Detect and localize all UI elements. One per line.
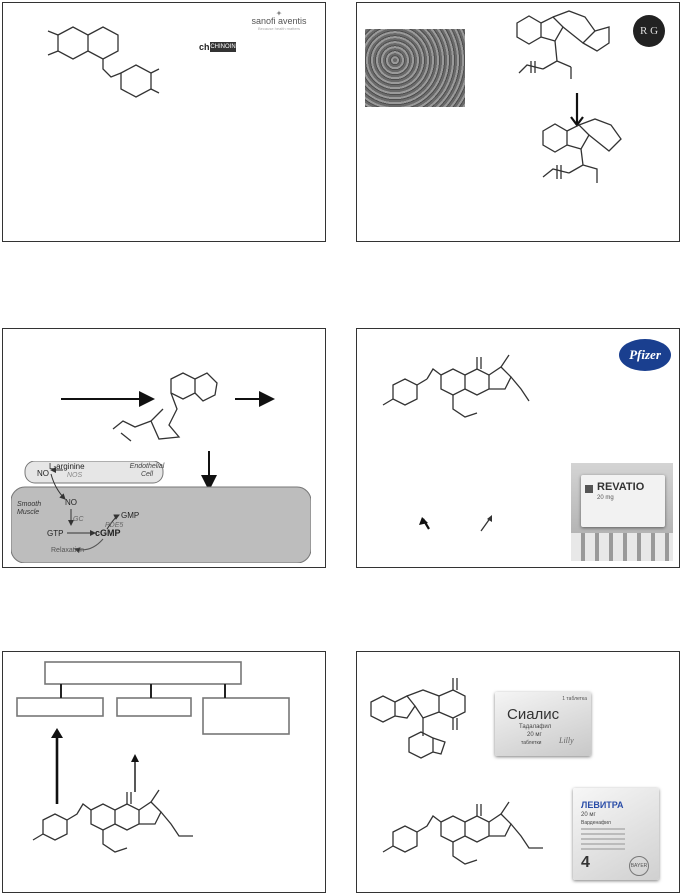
cgmp-pathway bbox=[61, 372, 275, 491]
slide-6: 1 таблетка Сиалис Тадалафил 20 мг таблет… bbox=[356, 651, 680, 893]
revatio-box-mark-icon bbox=[585, 485, 593, 493]
cell-diagram: L-arginine NO NOS Endothelial Cell Smoot… bbox=[11, 461, 311, 563]
middle-box bbox=[116, 697, 192, 717]
pfizer-logo: Pfizer bbox=[619, 339, 671, 371]
label-l-arginine: L-arginine bbox=[49, 462, 85, 471]
papaverine-structure bbox=[47, 26, 160, 98]
cialis-form: таблетки bbox=[521, 740, 542, 746]
chinoin-mark-icon: ch bbox=[199, 42, 210, 52]
revatio-photo: REVATIO 20 mg bbox=[571, 463, 673, 561]
revatio-box: REVATIO 20 mg bbox=[581, 475, 665, 527]
cialis-generic: Тадалафил bbox=[519, 724, 552, 730]
levitra-text-lines bbox=[581, 828, 625, 850]
cialis-brand: Сиалис bbox=[507, 706, 560, 723]
lilly-logo-icon: Lilly bbox=[559, 736, 574, 745]
cialis-box: 1 таблетка Сиалис Тадалафил 20 мг таблет… bbox=[495, 692, 591, 756]
slide-5 bbox=[2, 651, 326, 893]
levitra-brand: ЛЕВИТРА bbox=[581, 800, 624, 810]
hierarchy-diagram bbox=[16, 661, 290, 853]
endothelial-cell bbox=[24, 461, 164, 484]
sildenafil-structure bbox=[382, 354, 530, 532]
label-smooth-muscle: Smooth Muscle bbox=[17, 501, 42, 516]
label-endothelial-cell: Endothelial Cell bbox=[129, 463, 165, 478]
label-nos: NOS bbox=[67, 472, 83, 479]
tadalafil-vardenafil-structures bbox=[370, 678, 543, 865]
sanofi-bird-icon: ✦ bbox=[275, 9, 283, 18]
chinoin-logo: ch CHINOIN bbox=[199, 41, 237, 53]
label-no-smooth: NO bbox=[65, 498, 77, 507]
plant-photo bbox=[365, 29, 465, 107]
right-box bbox=[202, 697, 290, 735]
left-box bbox=[16, 697, 104, 717]
slide-1: ch CHINOIN ✦ sanofi aventis Because heal… bbox=[2, 2, 326, 242]
levitra-box: ЛЕВИТРА 20 мг Варденафил 4 BAYER bbox=[573, 788, 659, 880]
sanofi-logo: ✦ sanofi aventis Because health matters bbox=[247, 9, 311, 35]
levitra-generic: Варденафил bbox=[581, 820, 611, 826]
sanofi-logo-text: sanofi aventis bbox=[251, 16, 307, 26]
label-pde5: PDE5 bbox=[105, 522, 124, 529]
cialis-dose: 20 мг bbox=[527, 732, 542, 738]
label-gc: GC bbox=[73, 516, 84, 523]
pill-blister bbox=[571, 533, 673, 561]
cell-diagram-svg bbox=[11, 461, 311, 563]
bayer-logo-icon: BAYER bbox=[629, 856, 649, 876]
label-cgmp: cGMP bbox=[95, 528, 121, 538]
slide-2: R G bbox=[356, 2, 680, 242]
revatio-brand: REVATIO bbox=[597, 481, 645, 493]
smooth-muscle-cell bbox=[11, 486, 311, 563]
rg-logo-icon: R G bbox=[633, 15, 665, 47]
vincamine-structures bbox=[516, 10, 622, 183]
label-no-endothelial: NO bbox=[37, 469, 49, 478]
label-relaxation: Relaxation bbox=[51, 547, 85, 554]
chinoin-logo-text: CHINOIN bbox=[210, 42, 236, 52]
slide-3: L-arginine NO NOS Endothelial Cell Smoot… bbox=[2, 328, 326, 568]
levitra-dose: 20 мг bbox=[581, 812, 596, 818]
top-box bbox=[44, 661, 242, 685]
cialis-count: 1 таблетка bbox=[562, 696, 587, 702]
sanofi-logo-subtitle: Because health matters bbox=[257, 26, 301, 31]
label-gtp: GTP bbox=[47, 529, 64, 538]
slide-4: Pfizer REVATIO 20 mg bbox=[356, 328, 680, 568]
label-gmp: GMP bbox=[121, 511, 140, 520]
levitra-count: 4 bbox=[581, 854, 590, 871]
revatio-dose: 20 mg bbox=[597, 495, 614, 501]
